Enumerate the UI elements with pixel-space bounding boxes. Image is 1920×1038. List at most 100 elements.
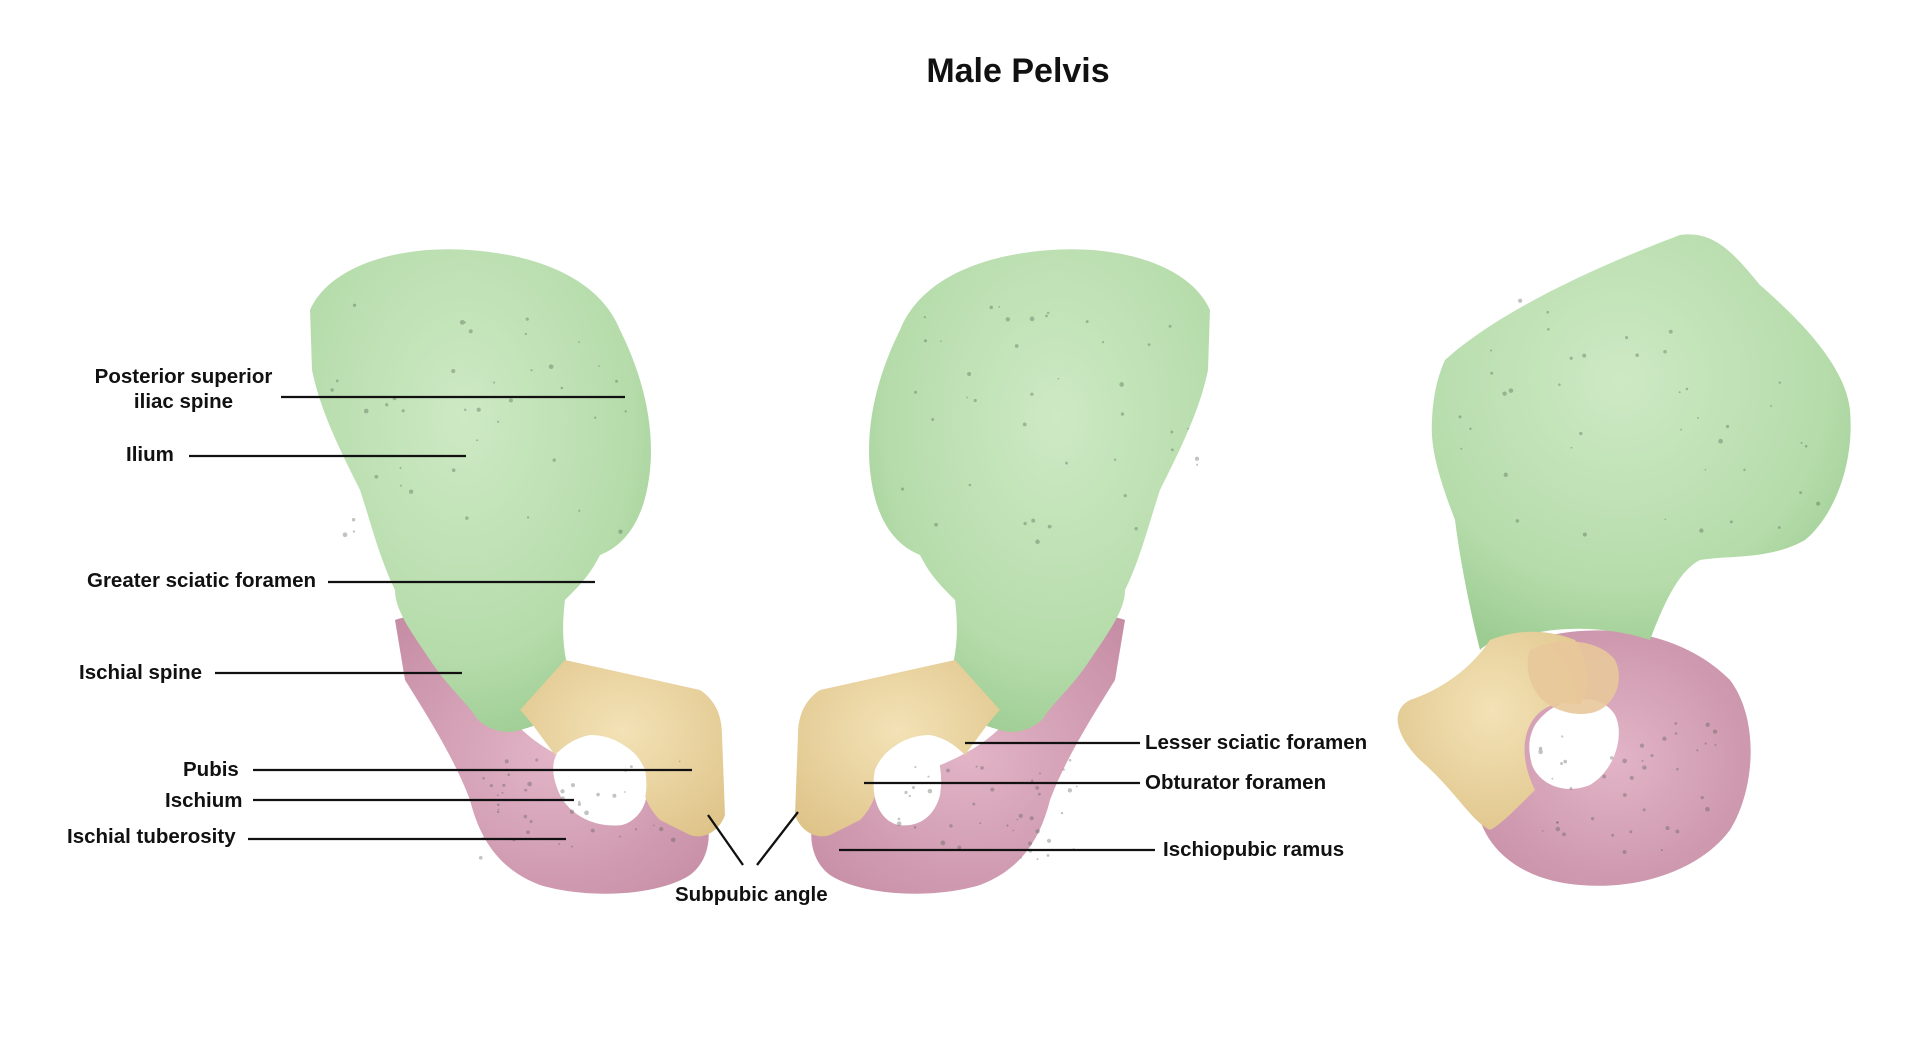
bone-speck	[468, 329, 473, 334]
bone-speck	[529, 820, 533, 824]
bone-speck	[1590, 816, 1595, 821]
label-subpubic-angle: Subpubic angle	[675, 883, 828, 906]
bone-speck	[1030, 392, 1034, 396]
bone-speck	[1804, 444, 1808, 448]
bone-speck	[578, 800, 581, 804]
bone-speck	[1460, 447, 1463, 450]
bone-speck	[560, 386, 564, 390]
bone-speck	[590, 828, 595, 833]
bone-speck	[927, 788, 933, 794]
bone-speck	[552, 458, 556, 462]
left-ilium-region	[310, 249, 651, 732]
right-hip-bone	[795, 249, 1210, 894]
bone-speck	[1037, 792, 1041, 796]
bone-speck	[1555, 826, 1561, 832]
bone-speck	[1123, 494, 1127, 498]
label-ischiopubic-ramus: Ischiopubic ramus	[1163, 838, 1345, 861]
bone-speck	[1560, 762, 1564, 765]
bone-speck	[1489, 349, 1493, 352]
bone-speck	[1075, 785, 1078, 788]
bone-speck	[596, 792, 600, 797]
bone-speck	[1729, 520, 1733, 524]
bone-speck	[1700, 795, 1704, 800]
bone-speck	[1170, 448, 1174, 452]
bone-speck	[957, 845, 962, 850]
bone-speck	[1675, 829, 1680, 834]
bone-speck	[1515, 519, 1520, 523]
bone-speck	[1028, 841, 1033, 846]
diagram-title: Male Pelvis	[926, 52, 1110, 90]
bone-speck	[1458, 415, 1462, 419]
bone-speck	[594, 416, 597, 419]
bone-speck	[1674, 732, 1678, 735]
bone-speck	[525, 317, 529, 321]
bone-speck	[1665, 826, 1670, 831]
bone-speck	[1725, 424, 1730, 429]
bone-speck	[1569, 356, 1573, 360]
bone-speck	[1023, 521, 1027, 526]
bone-speck	[967, 371, 972, 377]
bone-speck	[523, 814, 528, 819]
bone-speck	[989, 305, 993, 310]
bone-speck	[1676, 767, 1679, 771]
label-obturator-foramen: Obturator foramen	[1145, 771, 1327, 794]
bone-speck	[634, 828, 638, 831]
bone-speck	[476, 439, 479, 442]
bone-speck	[618, 529, 623, 534]
bone-speck	[497, 808, 500, 811]
bone-speck	[1777, 526, 1781, 529]
bone-speck	[1030, 779, 1034, 783]
bone-speck	[1085, 320, 1089, 324]
bone-speck	[1561, 735, 1564, 738]
bone-speck	[524, 788, 528, 792]
bone-speck	[901, 487, 905, 491]
bone-speck	[385, 403, 389, 407]
bone-speck	[535, 758, 539, 762]
bone-speck	[1569, 786, 1573, 790]
bone-speck	[1012, 829, 1014, 832]
bone-speck	[670, 837, 676, 843]
bone-speck	[330, 388, 334, 392]
bone-speck	[560, 789, 565, 794]
bone-speck	[578, 509, 581, 512]
right-pubis-region	[795, 660, 1000, 837]
bone-speck	[629, 765, 633, 769]
bone-speck	[1570, 446, 1573, 449]
bone-speck	[1551, 777, 1554, 780]
bone-speck	[526, 830, 530, 835]
bone-speck	[1641, 759, 1644, 762]
bone-speck	[1035, 539, 1040, 544]
label-ischium: Ischium	[165, 789, 243, 812]
bone-speck	[1119, 382, 1124, 387]
bone-speck	[489, 784, 493, 788]
bone-speck	[1582, 532, 1587, 537]
bone-speck	[1186, 427, 1189, 430]
left-hip-bone	[310, 249, 725, 894]
leader-subpubic-angle-right	[756, 811, 799, 866]
bone-speck	[451, 369, 456, 374]
bone-speck	[1147, 343, 1151, 346]
bone-speck	[1704, 468, 1707, 471]
bone-speck	[1502, 391, 1507, 396]
bone-speck	[1113, 458, 1117, 462]
label-lesser-sciatic-foramen: Lesser sciatic foramen	[1145, 731, 1368, 754]
bone-speck	[501, 791, 504, 794]
bone-speck	[352, 530, 356, 533]
label-ischial-spine: Ischial spine	[79, 661, 203, 684]
bone-speck	[1546, 310, 1550, 314]
bone-speck	[931, 418, 935, 421]
bone-speck	[1558, 383, 1561, 386]
lateral-obturator-foramen	[1529, 698, 1619, 789]
label-posterior-superior-iliac-spine: Posterior superior iliac spine	[92, 364, 275, 414]
bone-speck	[1718, 438, 1723, 444]
bone-speck	[1629, 830, 1633, 834]
label-pubis: Pubis	[183, 758, 239, 781]
left-pubis-region	[520, 660, 725, 837]
bone-speck	[408, 489, 414, 494]
bone-speck	[401, 409, 405, 413]
bone-speck	[934, 522, 938, 527]
bone-speck	[1060, 811, 1064, 815]
bone-speck	[1057, 377, 1060, 380]
bone-speck	[1579, 431, 1583, 436]
